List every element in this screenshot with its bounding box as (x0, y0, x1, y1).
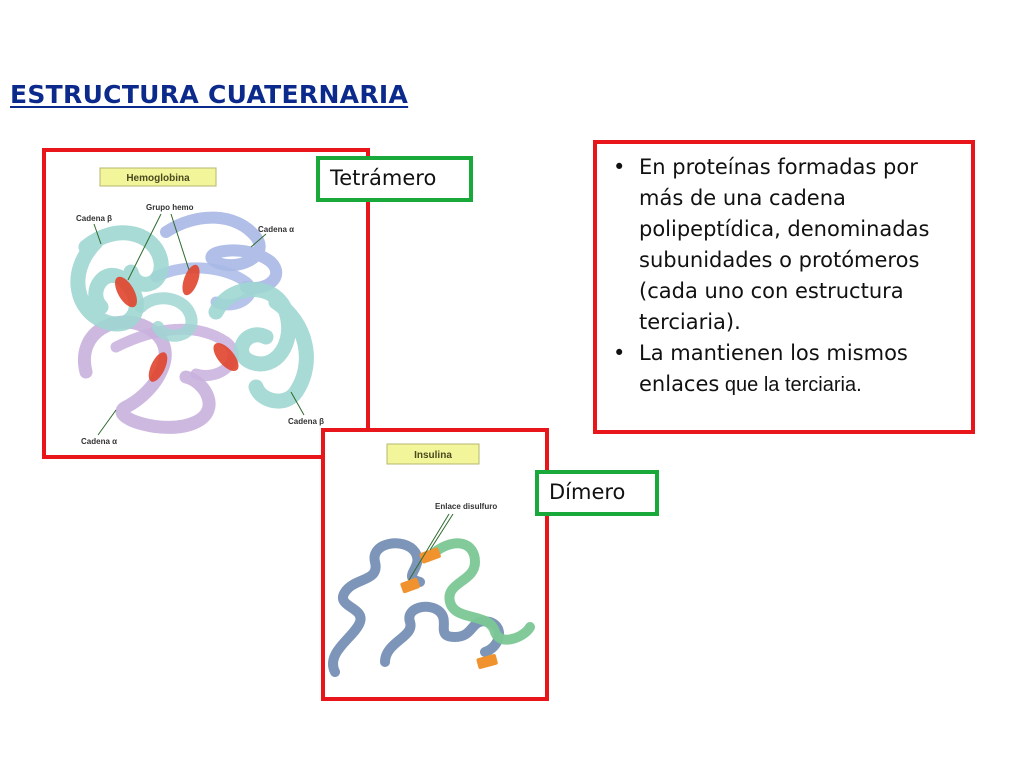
dimer-label: Dímero (549, 480, 626, 504)
bullet-dot: • (613, 341, 626, 365)
tetramer-label: Tetrámero (330, 166, 437, 190)
disulfide-bond-1 (419, 547, 441, 564)
insulin-illustration: Insulina Enlace disulfuro (328, 443, 535, 677)
tetramer-tag: Tetrámero (316, 156, 473, 202)
alpha-chain-mid (110, 323, 239, 381)
disulfide-bond-3 (476, 654, 498, 669)
description-list: • En proteínas formadas por más de una c… (607, 152, 957, 401)
heme-group-1 (115, 276, 137, 308)
beta-chain-right (208, 282, 314, 409)
leader-heme-1 (127, 213, 162, 281)
insulin-chain-green (430, 538, 535, 645)
hemoglobin-image-frame: Hemoglobina Cadena β Grupo hemo Cadena α… (42, 148, 370, 459)
leader-heme-2 (170, 213, 190, 271)
bullet-2-text-main: La mantienen los mismos enlaces (639, 341, 908, 396)
alpha-chain-top (160, 211, 283, 294)
bullet-dot: • (613, 155, 626, 179)
label-alpha-bottom: Cadena α (81, 437, 117, 446)
hemoglobin-header-box (99, 167, 217, 187)
label-beta-top: Cadena β (76, 214, 112, 223)
bullet-1-text: En proteínas formadas por más de una cad… (639, 155, 930, 334)
heme-group-4 (213, 342, 239, 372)
disulfide-bond-2 (400, 577, 420, 594)
insulin-chain-blue-a (328, 538, 425, 677)
bullet-2-text-tail: que la terciaria. (719, 374, 862, 396)
label-heme-group: Grupo hemo (146, 203, 194, 212)
dimer-tag: Dímero (535, 470, 659, 516)
slide-title: ESTRUCTURA CUATERNARIA (10, 80, 409, 109)
insulin-header-box (386, 443, 480, 465)
leader-alpha-top (250, 233, 267, 248)
beta-chain-left (70, 225, 169, 332)
description-bullet-1: • En proteínas formadas por más de una c… (607, 152, 957, 338)
beta-chain-center (135, 292, 198, 342)
description-box: • En proteínas formadas por más de una c… (593, 140, 975, 434)
hemoglobin-header: Hemoglobina (126, 173, 190, 184)
leader-beta-top (93, 223, 102, 245)
heme-group-3 (148, 352, 168, 382)
insulin-header: Insulina (414, 450, 452, 461)
leader-disulfide-1 (429, 513, 454, 551)
label-alpha-top: Cadena α (258, 225, 294, 234)
insulin-image-frame: Insulina Enlace disulfuro (321, 428, 549, 701)
description-bullet-2: • La mantienen los mismos enlaces que la… (607, 338, 957, 401)
leader-beta-bottom (290, 391, 305, 416)
leader-alpha-bottom (97, 409, 117, 436)
leader-disulfide-2 (408, 513, 450, 581)
hemoglobin-illustration: Hemoglobina Cadena β Grupo hemo Cadena α… (70, 167, 324, 446)
label-beta-bottom: Cadena β (288, 417, 324, 426)
heme-group-2 (182, 264, 200, 296)
alpha-chain-loop (150, 262, 256, 311)
label-disulfide: Enlace disulfuro (435, 502, 497, 511)
